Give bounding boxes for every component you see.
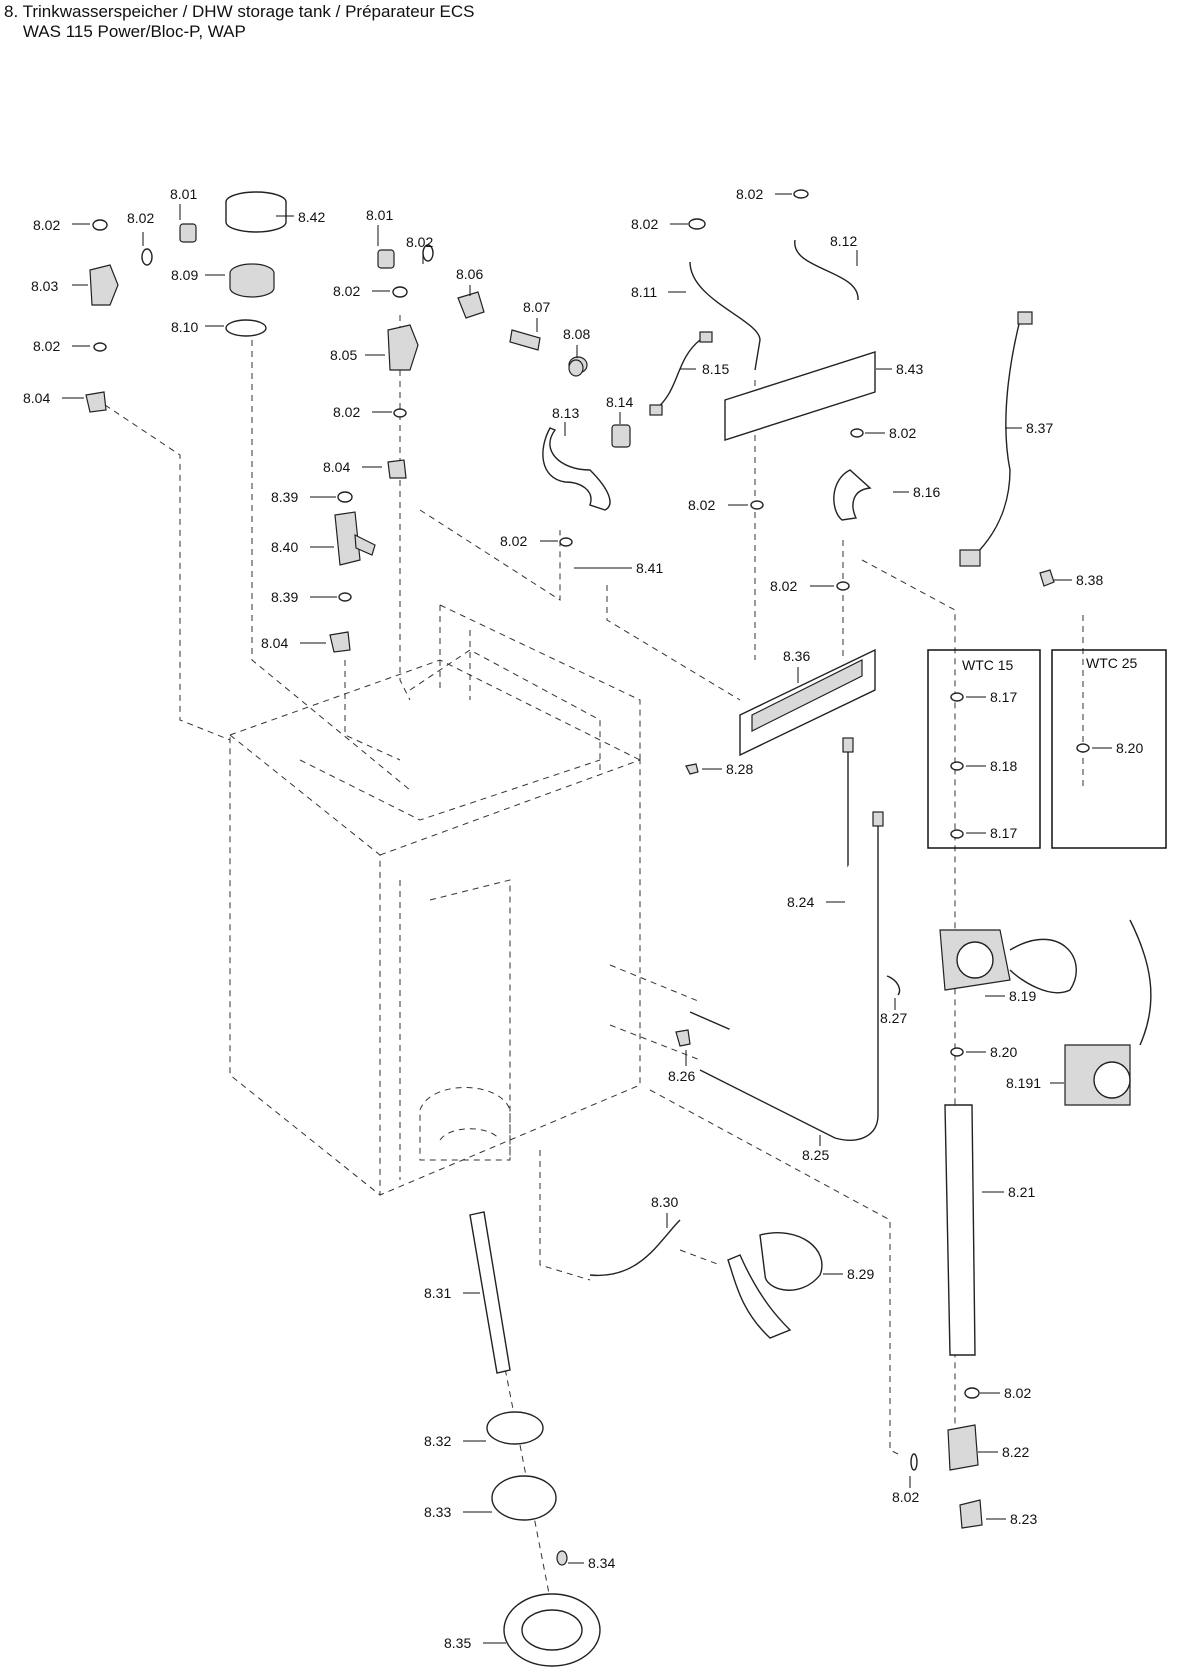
callout-label: 8.02 (631, 216, 658, 232)
callout-label: 8.25 (802, 1147, 829, 1163)
callout-label: 8.02 (333, 283, 360, 299)
callout-label: 8.30 (651, 1194, 678, 1210)
callout-label: 8.04 (261, 635, 288, 651)
callout-label: 8.36 (783, 648, 810, 664)
callout-label: 8.21 (1008, 1184, 1035, 1200)
title-line-1: 8. Trinkwasserspeicher / DHW storage tan… (4, 2, 475, 21)
callout-label: 8.191 (1006, 1075, 1041, 1091)
callout-label: 8.09 (171, 267, 198, 283)
variant-box-wtc15: WTC 15 (927, 649, 1041, 849)
storage-tank-outline (229, 604, 641, 1197)
callout-label: 8.14 (606, 394, 633, 410)
callout-label: 8.02 (736, 186, 763, 202)
callout-label: 8.39 (271, 589, 298, 605)
callout-label: 8.35 (444, 1635, 471, 1651)
callout-label: 8.33 (424, 1504, 451, 1520)
callout-label: 8.26 (668, 1068, 695, 1084)
callout-label: 8.04 (323, 459, 350, 475)
wtc25-label: WTC 25 (1086, 655, 1138, 671)
callout-label: 8.03 (31, 278, 58, 294)
callout-label: 8.28 (726, 761, 753, 777)
callout-label: 8.08 (563, 326, 590, 342)
diagram-title: 8. Trinkwasserspeicher / DHW storage tan… (4, 2, 475, 42)
callout-label: 8.24 (787, 894, 814, 910)
callout-label: 8.11 (631, 284, 657, 300)
callout-label: 8.07 (523, 299, 550, 315)
callout-label: 8.13 (552, 405, 579, 421)
callout-label: 8.20 (1116, 740, 1143, 756)
callout-label: 8.32 (424, 1433, 451, 1449)
callout-label: 8.23 (1010, 1511, 1037, 1527)
callout-label: 8.02 (333, 404, 360, 420)
callout-label: 8.02 (33, 217, 60, 233)
callout-label: 8.02 (1004, 1385, 1031, 1401)
callout-label: 8.29 (847, 1266, 874, 1282)
callout-label: 8.02 (127, 210, 154, 226)
assembly-guide-lines (104, 315, 1084, 1651)
callout-label: 8.02 (33, 338, 60, 354)
callout-labels: 8.01 8.02 8.02 8.03 8.02 8.04 8.42 8.09 … (23, 186, 1143, 1651)
title-line-2: WAS 115 Power/Bloc-P, WAP (4, 22, 246, 41)
callout-label: 8.01 (170, 186, 197, 202)
variant-box-wtc25: WTC 25 (1051, 649, 1167, 849)
callout-label: 8.31 (424, 1285, 451, 1301)
callout-label: 8.15 (702, 361, 729, 377)
callout-label: 8.39 (271, 489, 298, 505)
callout-label: 8.41 (636, 560, 663, 576)
part-glyphs (85, 189, 1152, 1667)
callout-label: 8.17 (990, 825, 1017, 841)
callout-label: 8.27 (880, 1010, 907, 1026)
wtc15-label: WTC 15 (962, 657, 1014, 673)
callout-label: 8.19 (1009, 988, 1036, 1004)
callout-label: 8.20 (990, 1044, 1017, 1060)
callout-label: 8.38 (1076, 572, 1103, 588)
callout-label: 8.16 (913, 484, 940, 500)
callout-label: 8.42 (298, 209, 325, 225)
callout-label: 8.34 (588, 1555, 615, 1571)
callout-label: 8.22 (1002, 1444, 1029, 1460)
callout-label: 8.40 (271, 539, 298, 555)
callout-label: 8.02 (892, 1489, 919, 1505)
callout-label: 8.06 (456, 266, 483, 282)
callout-label: 8.01 (366, 207, 393, 223)
callout-label: 8.04 (23, 390, 50, 406)
callout-label: 8.12 (830, 233, 857, 249)
callout-label: 8.18 (990, 758, 1017, 774)
callout-label: 8.02 (406, 234, 433, 250)
callout-label: 8.02 (889, 425, 916, 441)
callout-label: 8.37 (1026, 420, 1053, 436)
callout-label: 8.10 (171, 319, 198, 335)
callout-label: 8.43 (896, 361, 923, 377)
callout-label: 8.02 (770, 578, 797, 594)
callout-leader-lines (62, 193, 1112, 1644)
callout-label: 8.17 (990, 689, 1017, 705)
callout-label: 8.02 (688, 497, 715, 513)
callout-label: 8.02 (500, 533, 527, 549)
callout-label: 8.05 (330, 347, 357, 363)
